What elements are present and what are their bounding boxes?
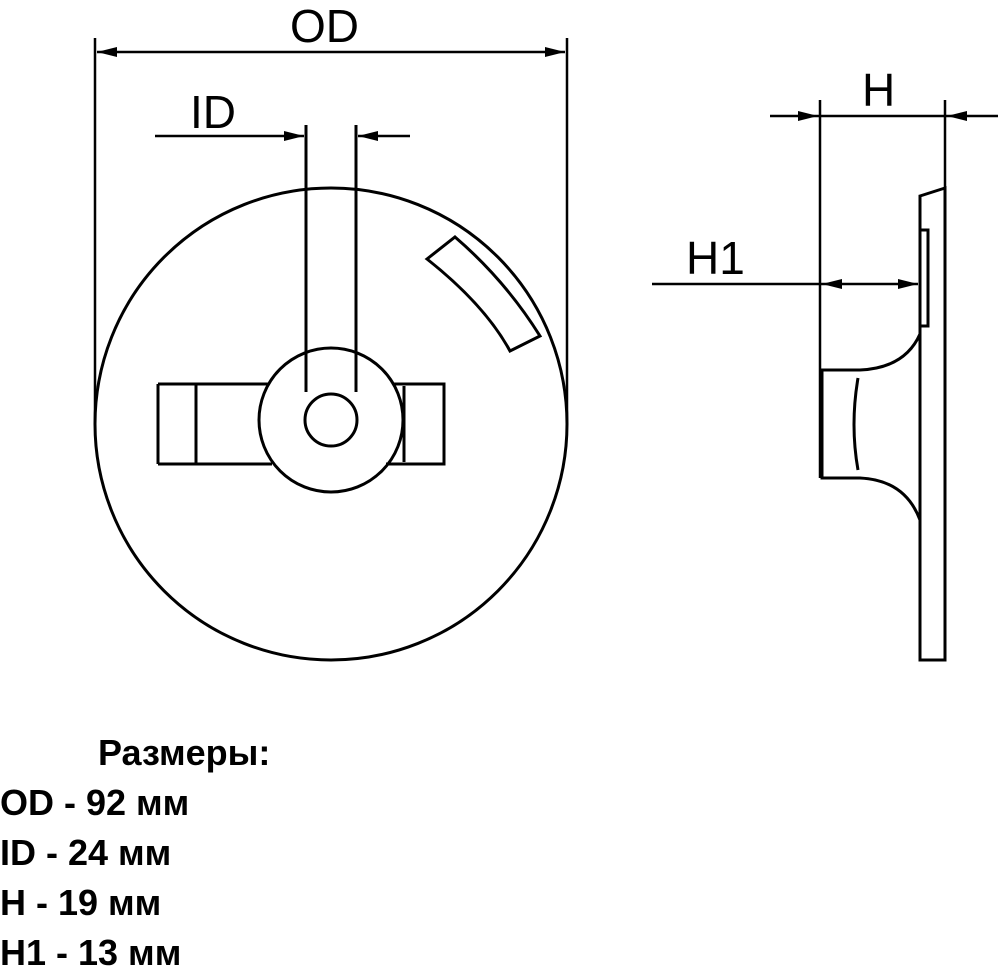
od-label: OD [290, 0, 359, 52]
legend-row-h1: H1 - 13 мм [0, 932, 182, 973]
hub-outer [257, 346, 405, 494]
technical-drawing: OD ID H H1 [93, 0, 998, 662]
side-boss [820, 333, 922, 521]
id-label: ID [190, 86, 236, 138]
side-plate-inner-edge [920, 228, 930, 328]
legend-row-od: OD - 92 мм [0, 782, 190, 823]
center-hole [303, 392, 359, 448]
side-view [820, 185, 947, 662]
od-dimension [93, 38, 569, 424]
edge-notch [424, 235, 543, 353]
anode-disc-outline [93, 186, 569, 662]
h-label: H [862, 64, 895, 116]
mounting-strap [158, 382, 446, 466]
legend-heading: Размеры: [98, 732, 271, 773]
legend-row-id: ID - 24 мм [0, 832, 172, 873]
bolt-slot [304, 125, 358, 392]
h-dimension [770, 100, 998, 478]
side-plate [918, 185, 947, 662]
side-boss-groove [820, 377, 860, 471]
front-view [93, 125, 569, 662]
legend-row-h: H - 19 мм [0, 882, 162, 923]
strap-end-left [156, 384, 446, 464]
h1-label: H1 [686, 232, 745, 284]
dimensions-legend: Размеры: OD - 92 мм ID - 24 мм H - 19 мм… [0, 728, 420, 978]
